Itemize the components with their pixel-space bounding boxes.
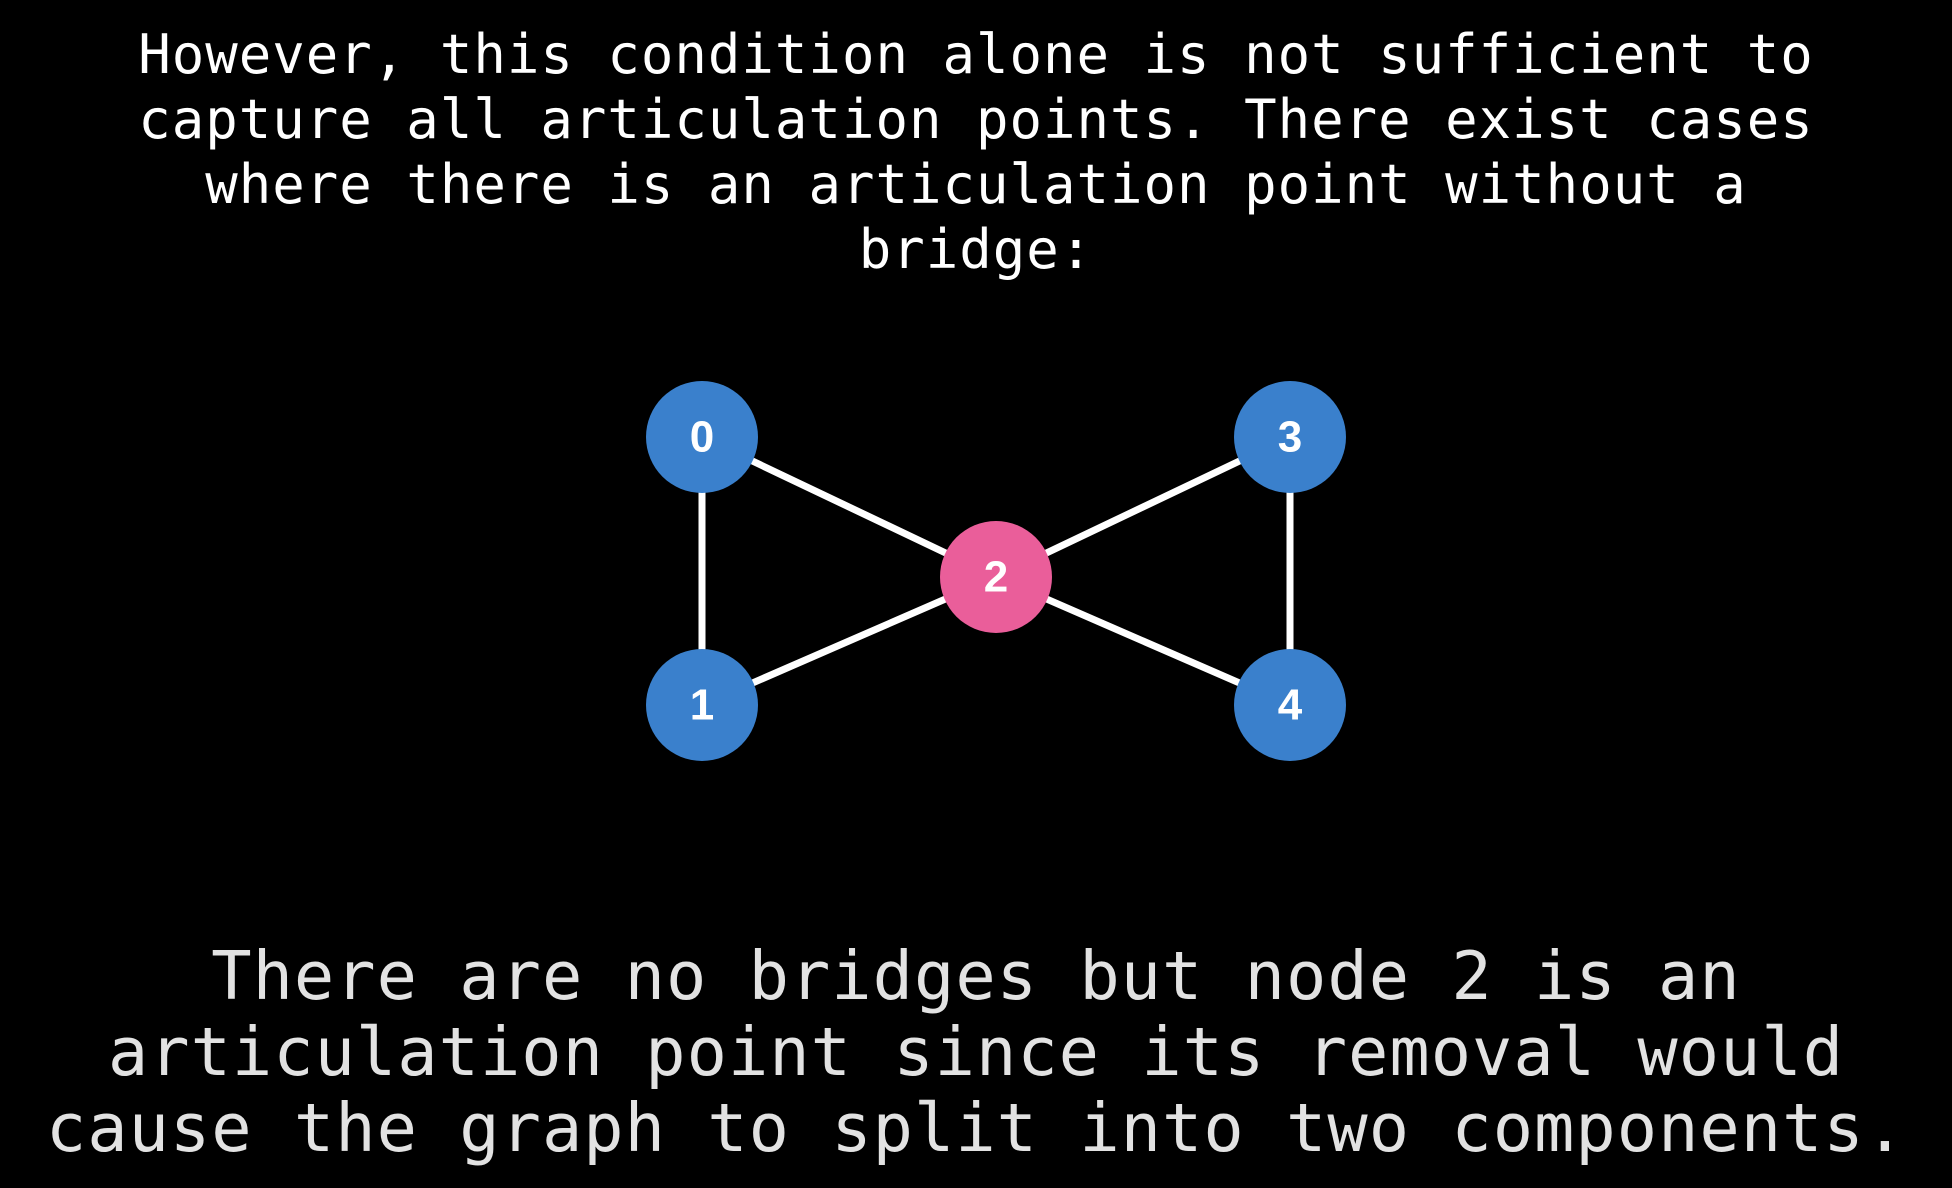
caption-text: There are no bridges but node 2 is an ar… <box>0 938 1952 1166</box>
node-circle <box>646 381 758 493</box>
node-3: 3 <box>1234 381 1346 493</box>
node-label: 4 <box>1278 681 1303 730</box>
intro-line: capture all articulation points. There e… <box>138 88 1814 151</box>
node-circle <box>940 521 1052 633</box>
node-0: 0 <box>646 381 758 493</box>
node-label: 3 <box>1278 413 1302 462</box>
node-label: 2 <box>984 553 1008 602</box>
node-label: 1 <box>690 681 714 730</box>
caption-line: There are no bridges but node 2 is an <box>211 937 1741 1015</box>
nodes: 0 1 2 3 4 <box>646 381 1346 761</box>
caption-line: articulation point since its removal wou… <box>107 1013 1845 1091</box>
node-label: 0 <box>690 413 714 462</box>
intro-line: bridge: <box>858 218 1094 281</box>
node-2: 2 <box>940 521 1052 633</box>
node-circle <box>1234 381 1346 493</box>
intro-line: However, this condition alone is not suf… <box>138 23 1814 86</box>
node-circle <box>646 649 758 761</box>
node-4: 4 <box>1234 649 1346 761</box>
node-1: 1 <box>646 649 758 761</box>
caption-line: cause the graph to split into two compon… <box>45 1089 1907 1167</box>
intro-line: where there is an articulation point wit… <box>205 153 1747 216</box>
intro-text: However, this condition alone is not suf… <box>0 22 1952 282</box>
node-circle <box>1234 649 1346 761</box>
